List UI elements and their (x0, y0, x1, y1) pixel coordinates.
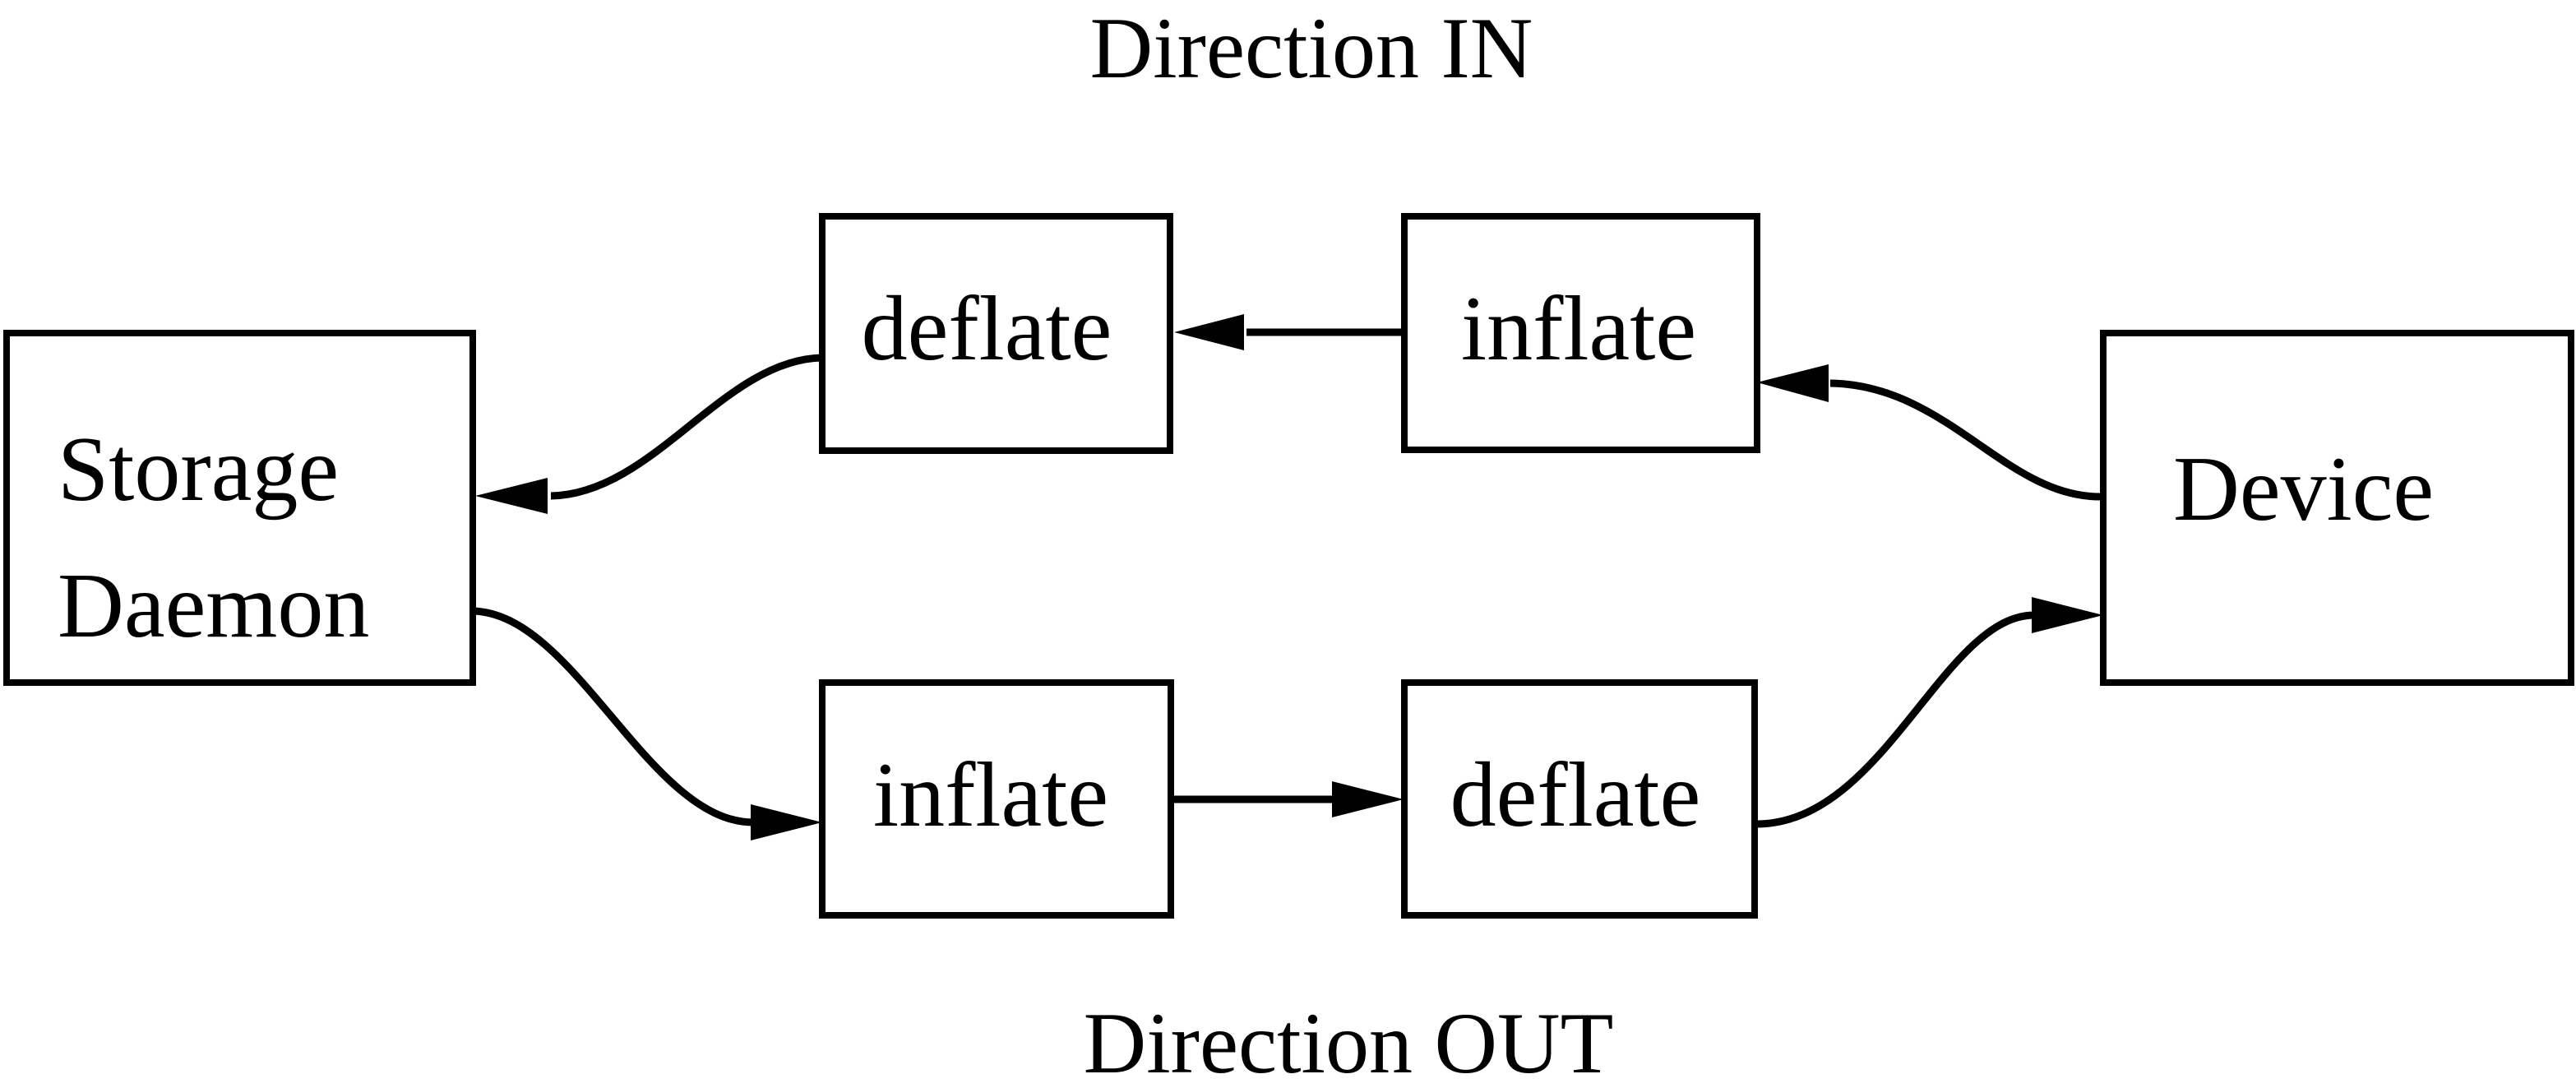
title-direction-out: Direction OUT (1084, 995, 1614, 1088)
arrowhead-into-inflate-top (1757, 364, 1829, 402)
edge-in-deflate-to-storage-line (550, 354, 823, 500)
node-deflate-bottom: deflate (1401, 679, 1758, 919)
edge-in-device-to-inflate (1757, 364, 2104, 501)
device-box (2100, 330, 2574, 686)
deflate-top-label: deflate (862, 278, 1112, 380)
edge-out-storage-to-inflate-line (472, 607, 753, 826)
edge-in-deflate-to-storage (475, 354, 823, 514)
deflate-bottom-label: deflate (1450, 744, 1701, 846)
inflate-top-box (1401, 213, 1760, 453)
node-inflate-top: inflate (1401, 213, 1760, 453)
inflate-top-label: inflate (1461, 278, 1696, 380)
edge-in-inflate-to-deflate (1174, 314, 1404, 350)
storage-daemon-box (3, 330, 476, 686)
arrowhead-into-deflate-top (1174, 314, 1244, 350)
deflate-top-box (819, 213, 1173, 454)
arrowhead-into-deflate-bottom (1332, 781, 1404, 817)
node-inflate-bottom: inflate (819, 679, 1174, 919)
node-deflate-top: deflate (819, 213, 1173, 454)
edge-out-inflate-to-deflate (1171, 781, 1404, 817)
arrowhead-into-inflate-bottom (751, 804, 822, 840)
device-label: Device (2173, 438, 2434, 540)
edge-out-deflate-to-device (1754, 597, 2103, 828)
edge-out-deflate-to-device-line (1754, 611, 2034, 828)
inflate-bottom-label: inflate (873, 744, 1108, 846)
storage-daemon-label-line1: Storage (58, 419, 339, 521)
edge-in-device-to-inflate-line (1829, 379, 2104, 501)
edge-out-storage-to-inflate (472, 607, 822, 840)
storage-daemon-label-line2: Daemon (58, 555, 369, 657)
node-storage-daemon: Storage Daemon (3, 330, 476, 686)
arrowhead-into-device (2032, 597, 2103, 633)
title-direction-in: Direction IN (1090, 0, 1533, 96)
arrowhead-into-storage-daemon (475, 478, 548, 514)
node-device: Device (2100, 330, 2574, 686)
deflate-bottom-box (1401, 679, 1758, 919)
